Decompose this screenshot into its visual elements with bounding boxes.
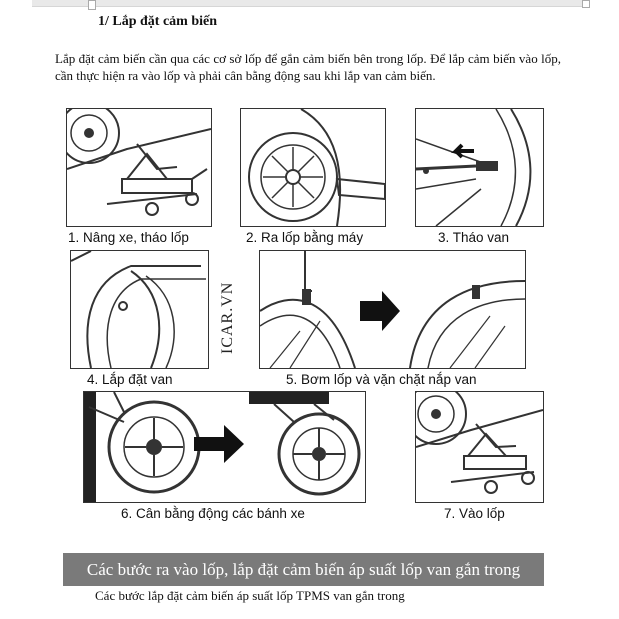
margin-marker — [582, 0, 590, 8]
step-7-illustration — [415, 391, 544, 503]
body-paragraph: Lắp đặt cảm biến cần qua các cơ sở lốp đ… — [55, 51, 561, 83]
step-caption: 3. Tháo van — [438, 230, 510, 245]
step-caption: 4. Lắp đặt van — [87, 372, 173, 387]
margin-marker — [88, 0, 96, 10]
step-caption: 6. Cân bằng động các bánh xe — [121, 506, 305, 521]
step-4-illustration — [70, 250, 209, 369]
car-jack-icon — [67, 109, 211, 216]
step-2-illustration — [240, 108, 386, 227]
figure-caption: Các bước lắp đặt cảm biến áp suất lốp TP… — [95, 588, 405, 603]
step-3-illustration — [415, 108, 544, 227]
car-jack-icon — [416, 392, 543, 494]
tire-inflation-icon — [260, 251, 525, 368]
section-heading: 1/ Lắp đặt cảm biến — [98, 14, 218, 29]
step-6-illustration — [83, 391, 366, 503]
step-caption: 7. Vào lốp — [444, 506, 505, 521]
figure-banner-title: Các bước ra vào lốp, lắp đặt cảm biến áp… — [63, 553, 544, 586]
step-caption: 1. Nâng xe, tháo lốp — [68, 230, 189, 245]
tire-changer-icon — [248, 109, 385, 226]
valve-removal-icon — [416, 109, 532, 226]
step-caption: 5. Bơm lốp và vặn chặt nắp van — [286, 372, 477, 387]
watermark: ICAR.VN — [219, 281, 236, 355]
step-5-illustration — [259, 250, 526, 369]
top-ruler-bar — [32, 0, 587, 7]
valve-install-icon — [71, 251, 206, 368]
step-caption: 2. Ra lốp bằng máy — [246, 230, 364, 245]
wheel-balancing-icon — [84, 392, 361, 502]
step-1-illustration — [66, 108, 212, 227]
